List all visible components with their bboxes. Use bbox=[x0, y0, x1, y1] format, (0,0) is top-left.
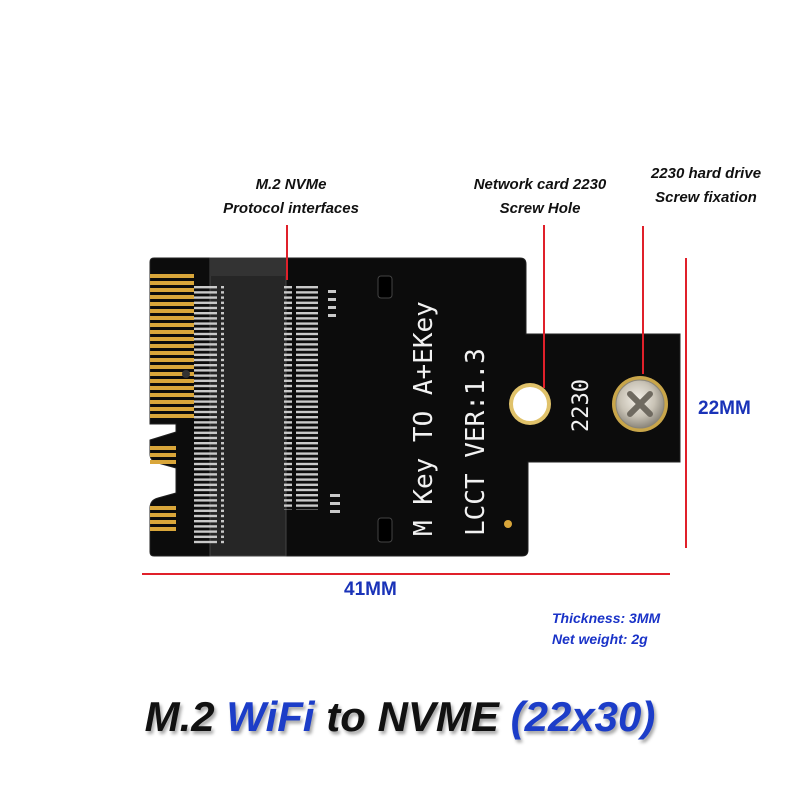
socket-pins-left bbox=[194, 285, 224, 545]
hdd-fixation-screw-icon bbox=[612, 376, 668, 432]
socket-pins-right bbox=[284, 285, 318, 510]
silkscreen-line1: M Key TO A+EKey bbox=[409, 301, 439, 536]
retention-slot-top bbox=[377, 275, 393, 299]
callout-screw-hole: Network card 2230 Screw Hole bbox=[438, 173, 642, 221]
headline-size: (22x30) bbox=[510, 693, 656, 740]
headline-wifi: WiFi bbox=[226, 693, 315, 740]
callout-hole-line1: Network card 2230 bbox=[473, 176, 607, 193]
callout-screw-fixation: 2230 hard drive Screw fixation bbox=[630, 162, 782, 210]
callout-screw-line2: Screw fixation bbox=[655, 189, 757, 206]
callout-nvme-line1: M.2 NVMe bbox=[255, 176, 327, 193]
callout-nvme-interface: M.2 NVMe Protocol interfaces bbox=[196, 173, 386, 221]
silkscreen-size: 2230 bbox=[569, 379, 594, 432]
headline-part1: M.2 bbox=[144, 693, 227, 740]
gold-edge-connector bbox=[150, 274, 194, 531]
headline-part3: to NVME bbox=[314, 693, 511, 740]
dimension-width-label: 41MM bbox=[344, 579, 397, 600]
silkscreen-line2: LCCT VER:1.3 bbox=[461, 348, 491, 536]
callout-hole-line2: Screw Hole bbox=[499, 200, 581, 217]
dimension-height-label: 22MM bbox=[698, 398, 751, 419]
retention-slot-bottom bbox=[377, 517, 393, 543]
callout-screw-line1: 2230 hard drive bbox=[650, 165, 762, 182]
product-headline: M.2 WiFi to NVME (22x30) bbox=[0, 693, 800, 741]
callout-nvme-line2: Protocol interfaces bbox=[223, 200, 359, 217]
spec-weight: Net weight: 2g bbox=[552, 631, 648, 647]
spec-thickness: Thickness: 3MM bbox=[552, 610, 661, 626]
